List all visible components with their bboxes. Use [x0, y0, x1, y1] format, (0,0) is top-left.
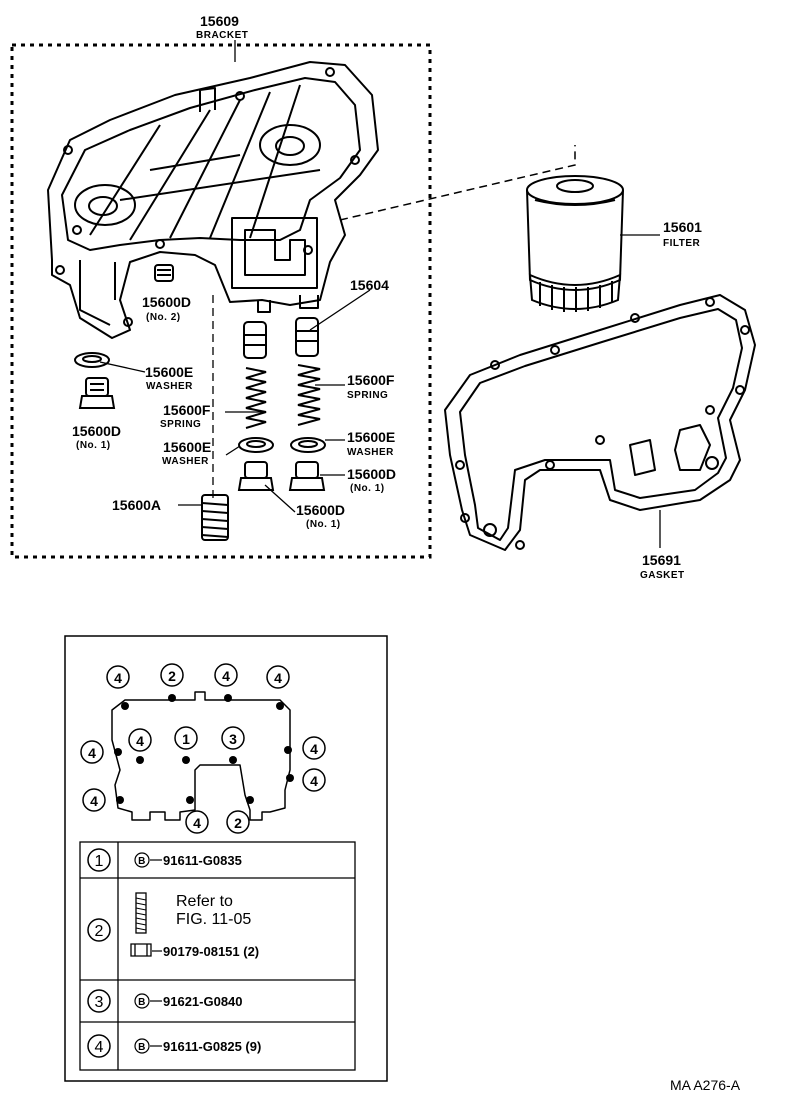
- bolt-callout-label: 4: [310, 773, 318, 789]
- nipple-part-number: 15600A: [112, 497, 161, 513]
- bolt-callout-label: 4: [222, 668, 230, 684]
- bolt-table: [79, 841, 356, 1071]
- table-part-number: 91611-G0825 (9): [163, 1039, 261, 1054]
- bolt-callout-4: 4: [214, 663, 238, 687]
- plug-left-part-number: 15600D: [72, 423, 121, 439]
- bolt-layout-outline: [111, 691, 291, 821]
- bracket-assembly-boundary: [10, 43, 432, 559]
- bolt-callout-label: 4: [274, 670, 282, 686]
- table-key: 4: [95, 1039, 104, 1056]
- filter-part-number: 15601: [663, 219, 702, 235]
- bolt-callout-label: 4: [310, 741, 318, 757]
- bolt-holes: [114, 694, 294, 804]
- spring-right-drawing: [297, 364, 321, 426]
- bolt-symbol: B: [138, 856, 146, 867]
- bolt-callout-4: 4: [80, 740, 104, 764]
- bolt-callout-4: 4: [266, 665, 290, 689]
- bolt-callout-label: 4: [88, 745, 96, 761]
- bracket-label: BRACKET: [196, 30, 248, 41]
- table-key: 1: [95, 853, 104, 870]
- gasket-label: GASKET: [640, 570, 685, 581]
- filter-label: FILTER: [663, 238, 701, 249]
- bracket-part-number: 15609: [200, 13, 239, 29]
- spring-right-label: SPRING: [347, 390, 388, 401]
- bolt-callout-label: 2: [168, 668, 176, 684]
- bolt-callout-label: 3: [229, 731, 237, 747]
- bolt-callout-4: 4: [185, 810, 209, 834]
- table-fig-reference: FIG. 11-05: [176, 911, 251, 928]
- gasket-part-number: 15691: [642, 552, 681, 568]
- plug-no2-part-number: 15600D: [142, 294, 191, 310]
- bolt-callouts: 4 2 4 4 4 4 1 3 4 4 4 4 2: [80, 663, 326, 834]
- plug-left-drawing: [78, 377, 116, 409]
- bolt-callout-2: 2: [226, 810, 250, 834]
- bolt-table-row: 3 B 91621-G0840: [87, 989, 243, 1013]
- table-key: 2: [95, 923, 104, 940]
- washer-right-label: WASHER: [347, 447, 394, 458]
- plug-center-part-number: 15600D: [296, 502, 345, 518]
- valve-center-drawing: [243, 321, 267, 359]
- bracket-drawing: [47, 61, 379, 339]
- oil-filter-drawing: [526, 175, 624, 312]
- table-refer-text: Refer to: [176, 893, 233, 910]
- plug-left-note: (No. 1): [76, 440, 111, 451]
- bolt-callout-4: 4: [302, 768, 326, 792]
- washer-left-part-number: 15600E: [145, 364, 193, 380]
- washer-left-label: WASHER: [146, 381, 193, 392]
- spring-left-part-number: 15600F: [163, 402, 211, 418]
- gasket-drawing: [444, 294, 756, 551]
- bolt-callout-4: 4: [128, 728, 152, 752]
- table-part-number: 91611-G0835: [163, 853, 242, 868]
- valve-part-number: 15604: [350, 277, 389, 293]
- bolt-callout-4: 4: [82, 788, 106, 812]
- valve-right-drawing: [295, 317, 319, 357]
- bolt-symbol: B: [138, 1042, 146, 1053]
- bolt-symbol: B: [138, 997, 146, 1008]
- table-part-number: 90179-08151 (2): [163, 944, 259, 959]
- bolt-diagram-frame: [64, 635, 388, 1082]
- bolt-callout-label: 4: [193, 815, 201, 831]
- bolt-callout-3: 3: [221, 726, 245, 750]
- plug-right-drawing: [288, 461, 326, 491]
- washer-center-label: WASHER: [162, 456, 209, 467]
- bolt-table-row: 1 B 91611-G0835: [87, 848, 242, 872]
- bolt-callout-4: 4: [302, 736, 326, 760]
- table-part-number: 91621-G0840: [163, 994, 243, 1009]
- washer-center-drawing: [238, 437, 274, 453]
- washer-right-drawing: [290, 437, 326, 453]
- bolt-callout-4: 4: [106, 665, 130, 689]
- table-key: 3: [95, 994, 104, 1011]
- bolt-callout-label: 1: [182, 731, 190, 747]
- bolt-table-row: 4 B 91611-G0825 (9): [87, 1034, 261, 1058]
- bolt-callout-label: 4: [114, 670, 122, 686]
- plug-center-drawing: [237, 461, 275, 491]
- plug-right-part-number: 15600D: [347, 466, 396, 482]
- bolt-callout-label: 4: [90, 793, 98, 809]
- stud-bolt-icon: [135, 892, 147, 934]
- washer-left-drawing: [74, 352, 110, 368]
- bolt-callout-label: 2: [234, 815, 242, 831]
- washer-center-part-number: 15600E: [163, 439, 211, 455]
- plug-center-note: (No. 1): [306, 519, 341, 530]
- spring-center-drawing: [245, 367, 267, 429]
- plug-no2-drawing: [154, 264, 174, 282]
- nut-icon: [130, 943, 152, 957]
- plug-right-note: (No. 1): [350, 483, 385, 494]
- bolt-callout-1: 1: [174, 726, 198, 750]
- spring-right-part-number: 15600F: [347, 372, 395, 388]
- nipple-drawing: [201, 494, 229, 541]
- plug-no2-note: (No. 2): [146, 312, 181, 323]
- bolt-callout-2: 2: [160, 663, 184, 687]
- washer-right-part-number: 15600E: [347, 429, 395, 445]
- spring-left-label: SPRING: [160, 419, 201, 430]
- bolt-callout-label: 4: [136, 733, 144, 749]
- footer-code: MA A276-A: [670, 1077, 741, 1093]
